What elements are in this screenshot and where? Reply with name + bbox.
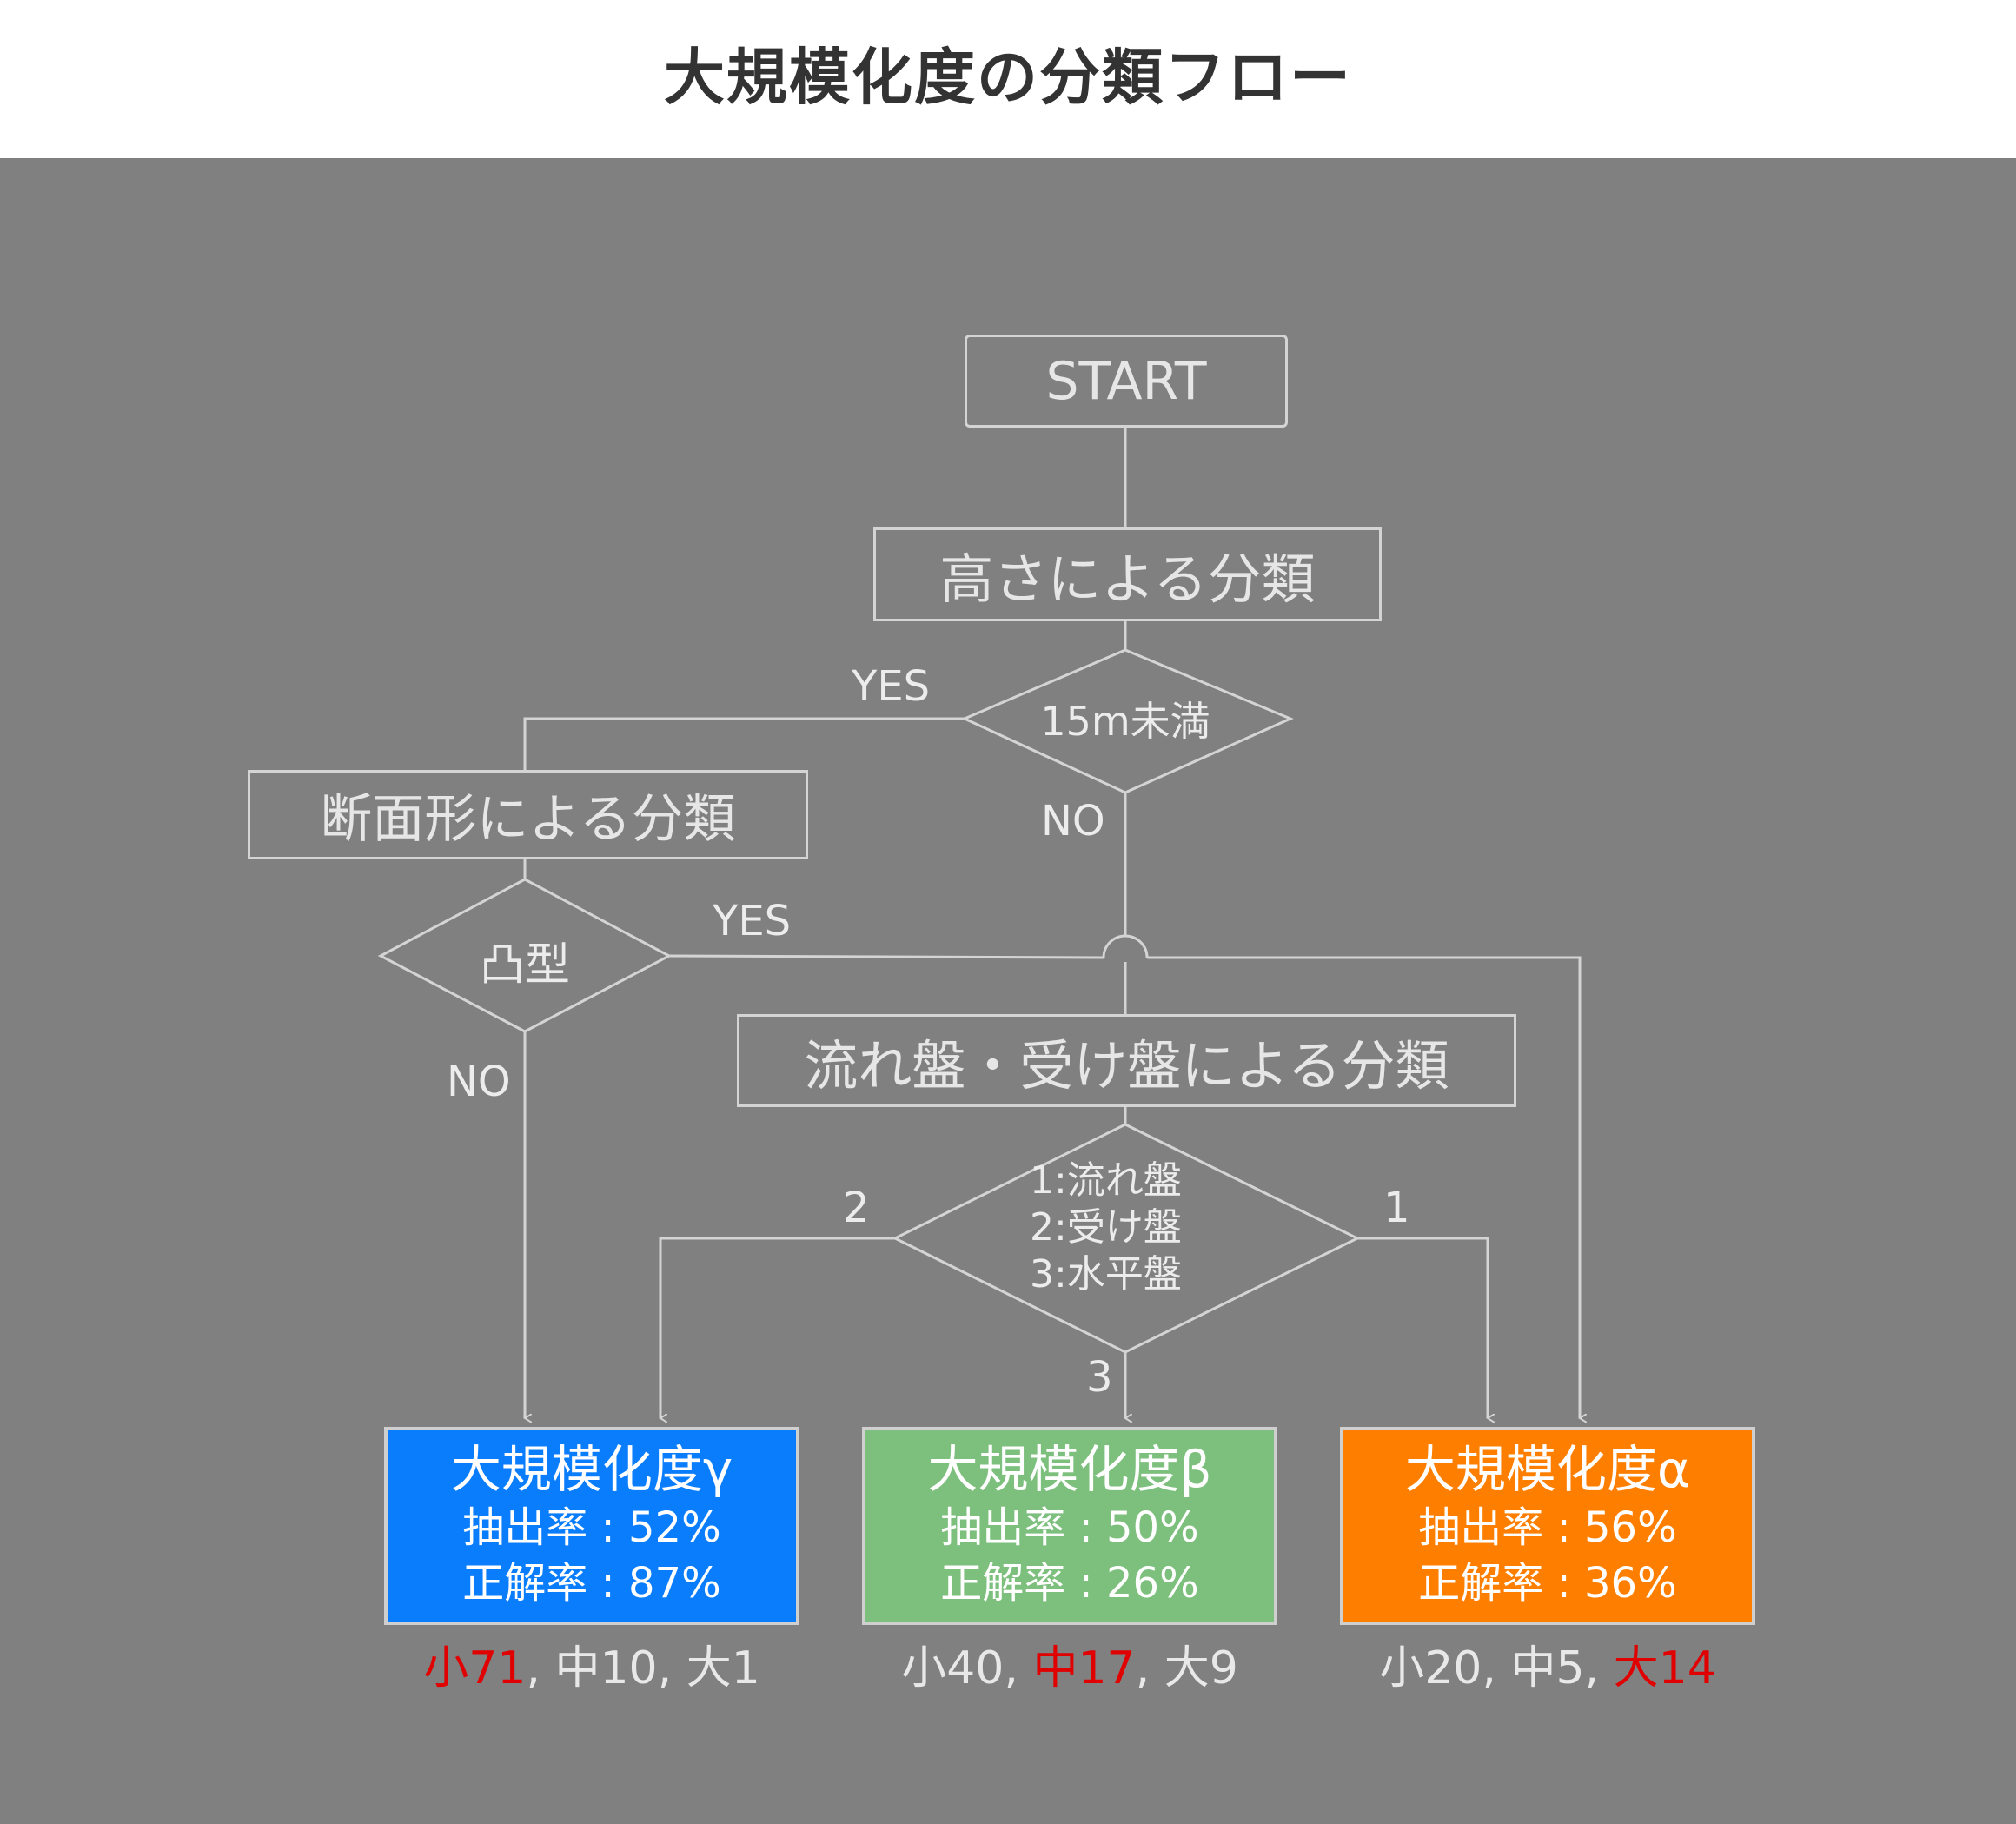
count-part: , (526, 1642, 555, 1695)
result-extraction-rate: 抽出率 : 56% (1418, 1503, 1677, 1552)
flow-option-3: 3:水平盤 (1030, 1252, 1182, 1297)
edge-hop (1102, 934, 1149, 958)
result-accuracy-rate: 正解率 : 87% (462, 1559, 721, 1608)
count-part: 小20 (1379, 1642, 1482, 1695)
count-part: 大9 (1164, 1642, 1238, 1695)
flow-option-1: 1:流れ盤 (1030, 1158, 1182, 1203)
result-accuracy-rate: 正解率 : 26% (940, 1559, 1199, 1608)
count-highlight: 中17 (1032, 1642, 1136, 1695)
result-box-alpha: 大規模化度α 抽出率 : 56% 正解率 : 36% (1340, 1427, 1755, 1625)
section-classification-box: 断面形による分類 (248, 770, 808, 859)
result-extraction-rate: 抽出率 : 50% (940, 1503, 1199, 1552)
result-counts-alpha: 小20, 中5, 大14 (1304, 1631, 1791, 1696)
option-3-label: 3 (1086, 1353, 1113, 1402)
count-highlight: 大14 (1613, 1642, 1716, 1695)
result-counts-beta: 小40, 中17, 大9 (826, 1631, 1313, 1696)
count-part: 小40 (901, 1642, 1005, 1695)
flow-classification-box: 流れ盤・受け盤による分類 (737, 1014, 1516, 1107)
convex-yes-label: YES (713, 897, 792, 945)
flow-option-2: 2:受け盤 (1030, 1205, 1182, 1250)
convex-label: 凸型 (479, 939, 570, 992)
flowchart-canvas: START 高さによる分類 15m未満 YES NO 断面形による分類 凸型 Y… (0, 158, 2016, 1824)
page-title: 大規模化度の分類フロー (664, 42, 1352, 113)
result-accuracy-rate: 正解率 : 36% (1418, 1559, 1677, 1608)
result-box-beta: 大規模化度β 抽出率 : 50% 正解率 : 26% (862, 1427, 1277, 1625)
result-box-gamma: 大規模化度γ 抽出率 : 52% 正解率 : 87% (384, 1427, 799, 1625)
under-15m-yes-label: YES (852, 662, 931, 711)
height-classification-box: 高さによる分類 (873, 527, 1382, 621)
count-highlight: 小71 (423, 1642, 527, 1695)
count-part: , (1135, 1642, 1164, 1695)
start-node: START (965, 335, 1288, 428)
connector-lines (377, 428, 2016, 1824)
edge-15m-yes (523, 717, 965, 770)
result-extraction-rate: 抽出率 : 52% (462, 1503, 721, 1552)
count-part: , (1584, 1642, 1614, 1695)
edge-opt-2 (660, 1237, 895, 1418)
under-15m-no-label: NO (1041, 797, 1105, 846)
count-part: 中10 (554, 1642, 658, 1695)
result-counts-gamma: 小71, 中10, 大1 (348, 1631, 835, 1696)
flow-options: 1:流れ盤 2:受け盤 3:水平盤 (1030, 1157, 1182, 1298)
count-part: 大1 (686, 1642, 760, 1695)
option-1-label: 1 (1383, 1184, 1410, 1232)
under-15m-label: 15m未満 (1040, 698, 1210, 745)
count-part: , (1004, 1642, 1033, 1695)
convex-no-label: NO (447, 1058, 511, 1106)
count-part: , (657, 1642, 686, 1695)
result-title: 大規模化度γ (450, 1440, 733, 1499)
edge-convex-yes-b (1147, 956, 1580, 1418)
count-part: , (1482, 1642, 1511, 1695)
edge-convex-yes-a (668, 954, 1104, 959)
result-title: 大規模化度β (927, 1440, 1212, 1499)
result-title: 大規模化度α (1404, 1440, 1691, 1499)
count-part: 中5 (1510, 1642, 1585, 1695)
edge-opt-1 (1357, 1237, 1488, 1418)
option-2-label: 2 (843, 1184, 870, 1232)
